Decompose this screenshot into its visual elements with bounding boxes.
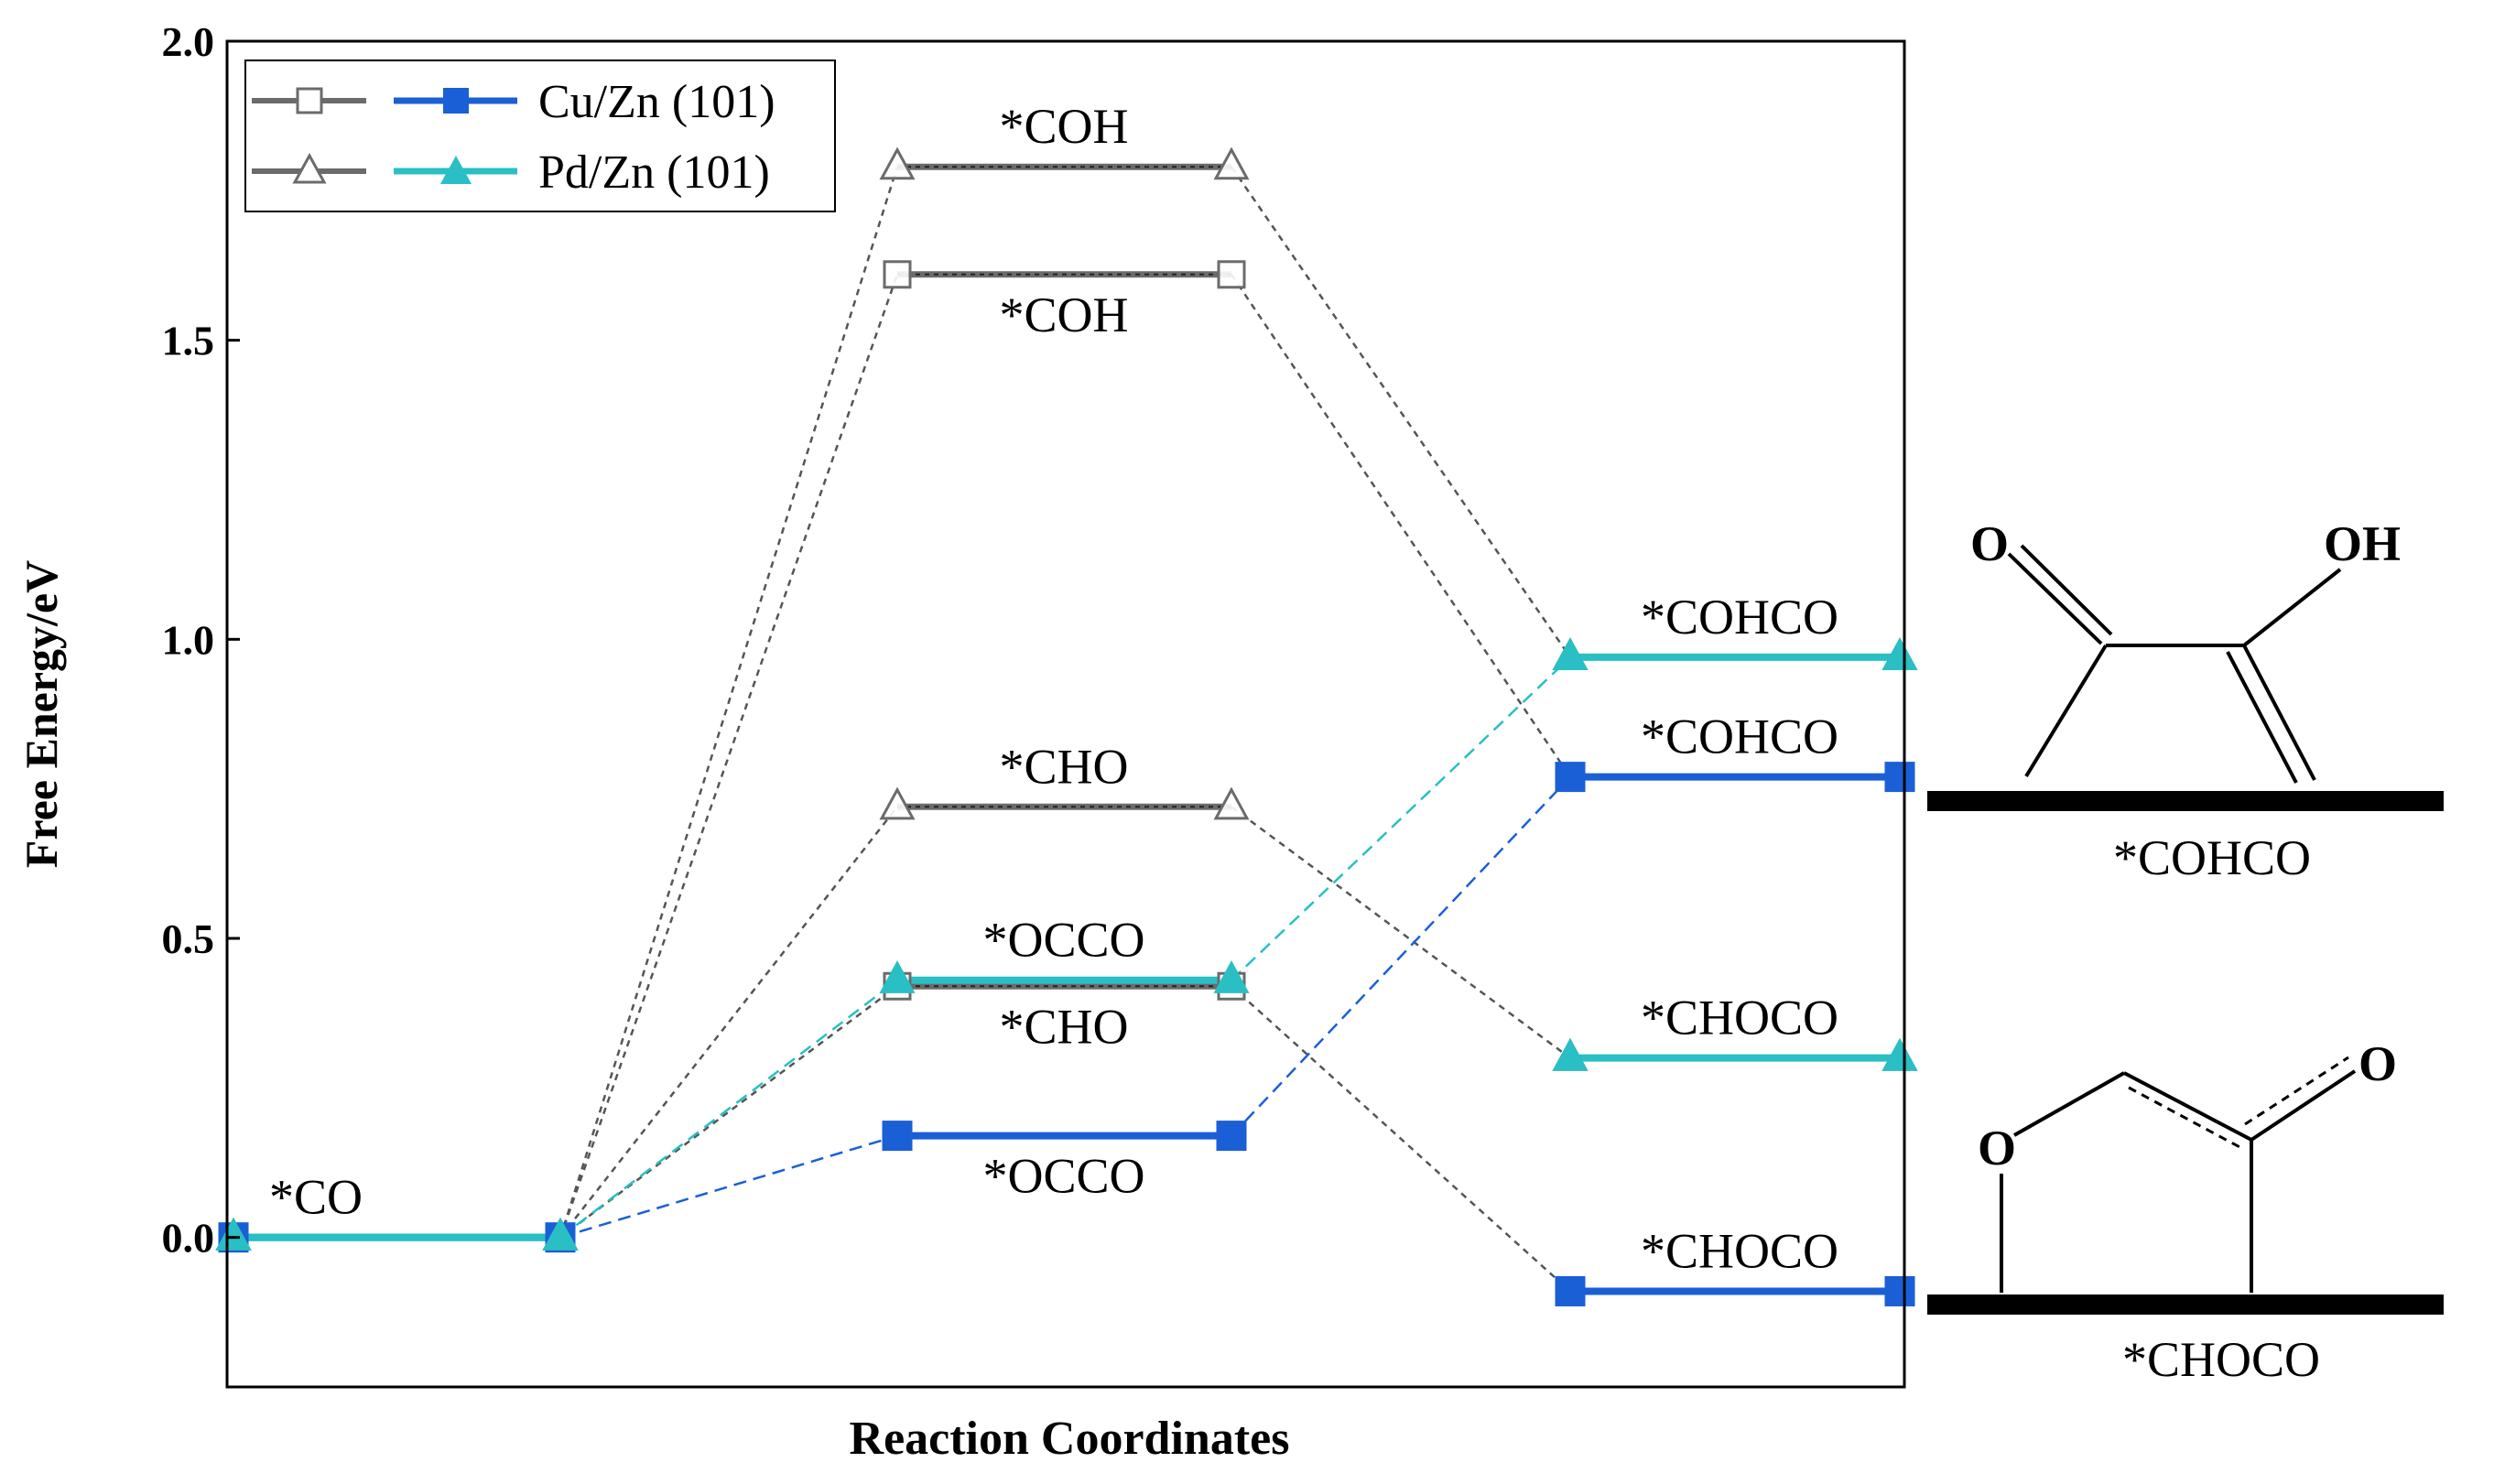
cohco-bond [2242, 645, 2316, 781]
filled-square-marker [1555, 1275, 1586, 1306]
filled-square-marker [882, 1121, 913, 1152]
filled-square-marker [1216, 1121, 1247, 1152]
choco-bond [2123, 1071, 2252, 1142]
cohco-label: *COHCO [2113, 830, 2311, 885]
choco-label: *CHOCO [2122, 1332, 2320, 1387]
connector-dashed [1231, 985, 1571, 1293]
legend-entry-cu: Cu/Zn (101) [252, 76, 775, 128]
legend-open-square-marker [296, 87, 323, 114]
choco-atom-o-left: O [1978, 1121, 2016, 1175]
level-markers [215, 146, 1918, 1306]
level-label: *COH [999, 99, 1128, 154]
choco-bond [2013, 1071, 2125, 1137]
connector-dashed [559, 985, 898, 1239]
filled-triangle-marker [879, 959, 916, 993]
cohco-bond [2024, 644, 2108, 778]
connector-dashed [1231, 656, 1571, 981]
cohco-bond [2242, 568, 2342, 647]
filled-square-marker [1884, 1275, 1915, 1306]
choco-bond-dashed [2244, 1056, 2349, 1126]
level-label: *CHOCO [1641, 991, 1838, 1045]
plot-frame [225, 39, 1906, 1389]
connector-dashed [559, 1134, 898, 1239]
level-annotations: *CO *COH *COH *CHO *OCCO *CHO *OCCO *COHCO *COHC… [269, 99, 1838, 1278]
cohco-atom-oh: OH [2324, 516, 2401, 571]
choco-atom-o-right: O [2359, 1036, 2397, 1091]
level-label: *CO [269, 1170, 363, 1225]
choco-bond-dashed [2128, 1086, 2244, 1151]
level-label: *CHO [999, 739, 1128, 794]
cohco-bond [2007, 552, 2103, 645]
filled-triangle-marker [1552, 637, 1589, 671]
y-axis-label: Free Energy/eV [16, 560, 67, 868]
filled-triangle-marker [1881, 1037, 1918, 1071]
filled-square-marker [1555, 762, 1586, 793]
cohco-bond [2226, 651, 2298, 784]
choco-bond [2250, 1069, 2357, 1142]
cohco-structure: O OH *COHCO [1927, 516, 2444, 885]
y-axis: 0.0 0.5 1.0 1.5 2.0 [162, 18, 240, 1262]
open-triangle-marker [879, 786, 916, 820]
open-triangle-marker [1213, 146, 1250, 180]
y-tick-label: 0.5 [162, 915, 215, 962]
y-tick-label: 2.0 [162, 18, 215, 65]
cohco-bond [2020, 544, 2113, 636]
connector-lines [558, 166, 1572, 1293]
level-label: *COHCO [1641, 710, 1838, 764]
level-label: *COH [999, 287, 1128, 342]
level-label: *CHO [999, 999, 1128, 1054]
connector-dashed [558, 166, 899, 1239]
connector-dashed [1230, 274, 1572, 778]
legend-label-cu: Cu/Zn (101) [538, 76, 775, 128]
open-square-marker [1217, 260, 1246, 289]
energy-levels [233, 163, 1900, 1295]
filled-square-marker [1884, 762, 1915, 793]
level-label: *OCCO [982, 1149, 1144, 1204]
x-axis-label: Reaction Coordinates [850, 1413, 1290, 1465]
connector-dashed [559, 979, 898, 1239]
filled-triangle-marker [1552, 1037, 1589, 1071]
level-label: *CHOCO [1641, 1223, 1838, 1278]
legend-open-triangle-marker [292, 152, 327, 184]
level-label: *OCCO [982, 913, 1144, 968]
y-tick-label: 0.0 [162, 1215, 215, 1262]
connector-dashed [1231, 775, 1571, 1137]
open-triangle-marker [1213, 786, 1250, 820]
open-square-marker [883, 260, 912, 289]
choco-surface [1927, 1294, 2444, 1315]
connector-dashed [1231, 806, 1571, 1059]
legend-entry-pd: Pd/Zn (101) [252, 146, 770, 199]
filled-triangle-marker [1213, 959, 1250, 993]
cohco-surface [1927, 791, 2444, 811]
choco-structure: O O *CHOCO [1927, 1036, 2444, 1387]
filled-triangle-marker [542, 1217, 579, 1251]
cohco-atom-o: O [1970, 516, 2009, 571]
y-tick-label: 1.0 [162, 616, 215, 663]
connector-dashed [1230, 166, 1572, 658]
connector-dashed [558, 274, 899, 1239]
legend-filled-triangle-marker [440, 156, 472, 184]
legend: Cu/Zn (101) Pd/Zn (101) [244, 60, 836, 212]
y-tick-label: 1.5 [162, 318, 215, 364]
filled-triangle-marker [1881, 637, 1918, 671]
open-triangle-marker [879, 146, 916, 180]
level-label: *COHCO [1641, 590, 1838, 645]
legend-filled-square-marker [443, 88, 469, 114]
connector-dashed [559, 806, 898, 1239]
legend-box [244, 60, 836, 212]
legend-label-pd: Pd/Zn (101) [538, 146, 770, 199]
